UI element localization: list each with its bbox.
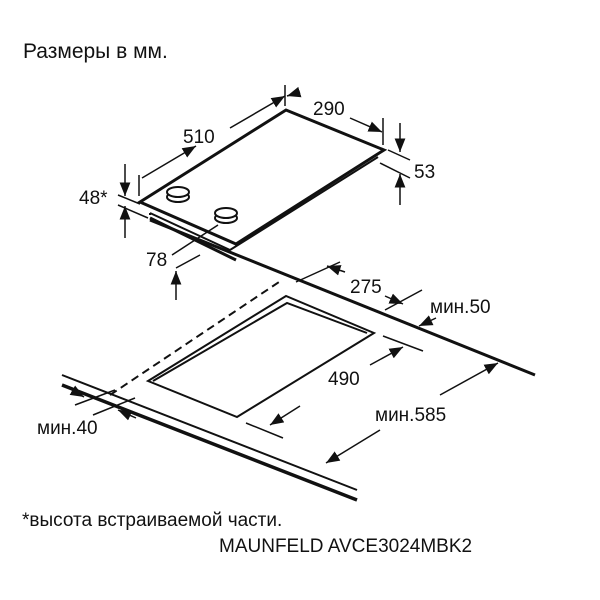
model-name: MAUNFELD AVCE3024MBK2 — [219, 536, 473, 557]
dim-label-cutout-length: 490 — [328, 369, 360, 390]
worktop — [61, 218, 536, 502]
cutout — [109, 279, 377, 419]
dim-label-built-in-height: 48* — [79, 188, 108, 209]
dim-label-length: 510 — [183, 127, 215, 148]
hob-body — [136, 108, 388, 262]
dim-label-min-front: мин.40 — [37, 418, 98, 439]
dim-label-min-depth: мин.585 — [375, 405, 446, 426]
dim-label-cutout-width: 275 — [350, 277, 382, 298]
diagram-title: Размеры в мм. — [23, 40, 168, 63]
dim-label-width: 290 — [313, 99, 345, 120]
dimension-lines — [69, 85, 499, 464]
knob-icon — [214, 207, 238, 224]
dim-label-min-back: мин.50 — [430, 297, 491, 318]
footnote: *высота встраиваемой части. — [22, 510, 283, 531]
knob-icon — [166, 186, 190, 203]
dim-label-thickness: 53 — [414, 162, 435, 183]
dim-label-knob-offset: 78 — [146, 250, 167, 271]
